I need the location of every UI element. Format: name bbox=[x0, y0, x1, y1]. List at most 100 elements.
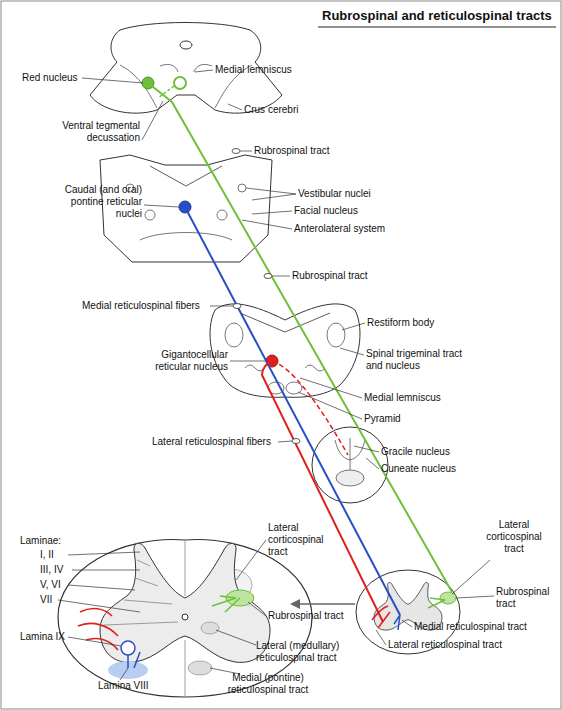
structure-label: Gracile nucleus bbox=[381, 446, 450, 458]
vestibular-nucleus bbox=[238, 184, 246, 192]
leader-line bbox=[142, 101, 163, 140]
structure-label: Lamina VIII bbox=[98, 680, 149, 692]
leader-line bbox=[68, 585, 135, 590]
leader-line bbox=[354, 446, 379, 452]
leader-line bbox=[120, 668, 128, 680]
leader-line bbox=[216, 630, 256, 645]
structure-label: V, VI bbox=[40, 579, 61, 591]
leader-line bbox=[402, 620, 412, 627]
rubrospinal-terminals bbox=[212, 596, 240, 612]
leader-line bbox=[278, 441, 292, 442]
leader-line bbox=[298, 392, 362, 419]
tract-marker bbox=[232, 149, 240, 154]
rubrospinal-area bbox=[440, 592, 456, 604]
leader-line bbox=[300, 378, 362, 398]
structure-label: Anterolateral system bbox=[294, 223, 385, 235]
leader-line bbox=[72, 570, 140, 571]
central-canal bbox=[182, 614, 188, 620]
leader-line bbox=[366, 458, 379, 469]
leader-line bbox=[272, 276, 290, 277]
inferior-olive bbox=[245, 365, 325, 371]
pontine-nucleus bbox=[145, 210, 155, 220]
restiform-outline bbox=[327, 323, 345, 347]
leader-line bbox=[230, 361, 265, 362]
structure-label: Lateral reticulospinal tract bbox=[388, 639, 502, 651]
leader-line bbox=[246, 188, 296, 194]
structure-label: Medial reticulospinal tract bbox=[414, 621, 527, 633]
structure-label: Restiform body bbox=[367, 317, 434, 329]
lemniscus-outline bbox=[160, 64, 212, 72]
leader-line bbox=[452, 560, 490, 594]
title-rule bbox=[318, 26, 556, 27]
leader-line bbox=[456, 596, 494, 598]
gray-matter bbox=[336, 470, 364, 486]
medial-reticulospinal-terminals bbox=[128, 652, 140, 668]
leader-line bbox=[228, 104, 242, 110]
leader-line bbox=[82, 78, 143, 83]
leader-line bbox=[144, 205, 179, 207]
leader-line bbox=[252, 211, 292, 214]
leader-line bbox=[248, 602, 266, 616]
tract-area bbox=[188, 661, 212, 675]
leader-line bbox=[68, 552, 140, 555]
leader-line bbox=[340, 348, 364, 355]
leader-line bbox=[236, 540, 266, 580]
restiform-outline bbox=[225, 323, 243, 347]
caudal-medulla-section bbox=[312, 427, 388, 503]
structure-label: Rubrospinal tract bbox=[496, 586, 554, 610]
structure-label: Ventral tegmental decussation bbox=[62, 120, 140, 144]
leader-line bbox=[252, 194, 296, 200]
leader-line bbox=[376, 630, 386, 645]
structure-label: I, II bbox=[40, 549, 54, 561]
leader-line bbox=[240, 151, 252, 152]
pontine-nucleus bbox=[217, 210, 227, 220]
medial-reticulospinal-terminal bbox=[121, 641, 135, 655]
structure-label: Spinal trigeminal tract and nucleus bbox=[366, 348, 474, 372]
fourth-ventricle bbox=[240, 313, 330, 332]
structure-label: Lateral corticospinal tract bbox=[482, 519, 546, 555]
structure-label: Medial lemniscus bbox=[215, 64, 292, 76]
medulla-section bbox=[210, 304, 360, 397]
dorsal-column-nuclei bbox=[335, 438, 365, 470]
structure-label: Pyramid bbox=[364, 413, 401, 425]
lateral-reticulospinal-terminals bbox=[78, 609, 118, 650]
leader-line bbox=[342, 323, 365, 330]
structure-label: Gigantocellular reticular nucleus bbox=[138, 349, 228, 373]
structure-label: Lamina IX bbox=[20, 631, 65, 643]
diagram-title: Rubrospinal and reticulospinal tracts bbox=[322, 8, 552, 23]
leader-line bbox=[210, 306, 233, 307]
structure-label: Red nucleus bbox=[22, 72, 78, 84]
structure-label: Medial lemniscus bbox=[364, 392, 441, 404]
structure-label: Laminae: bbox=[20, 535, 61, 547]
structure-label: Rubrospinal tract bbox=[254, 145, 330, 157]
rubrospinal-tract-line bbox=[148, 83, 452, 592]
leader-lines bbox=[58, 70, 494, 680]
leader-line bbox=[195, 70, 213, 72]
gray-matter bbox=[100, 543, 270, 662]
structure-label: Lateral reticulospinal fibers bbox=[152, 436, 271, 448]
tract-marker bbox=[233, 304, 241, 309]
structure-label: VII bbox=[40, 594, 52, 606]
aqueduct bbox=[180, 41, 192, 49]
tract-marker bbox=[264, 274, 272, 279]
structure-label: Facial nucleus bbox=[294, 205, 358, 217]
enlarge-arrowhead bbox=[290, 599, 300, 609]
structure-label: Lateral corticospinal tract bbox=[268, 522, 332, 558]
structure-label: Rubrospinal tract bbox=[268, 610, 344, 622]
structure-label: Vestibular nuclei bbox=[298, 188, 371, 200]
structure-label: Medial reticulospinal fibers bbox=[82, 300, 200, 312]
leader-line bbox=[242, 220, 292, 229]
leader-line bbox=[58, 600, 140, 612]
structure-label: Rubrospinal tract bbox=[292, 270, 368, 282]
structure-label: Medial (pontine) reticulospinal tract bbox=[216, 672, 320, 696]
rubrospinal-terminals bbox=[428, 598, 445, 608]
structure-label: III, IV bbox=[40, 564, 63, 576]
tract-area bbox=[201, 622, 219, 634]
leader-line bbox=[68, 637, 121, 646]
medial-reticulospinal-terminals bbox=[394, 615, 400, 630]
structure-label: Lateral (medullary) reticulospinal tract bbox=[256, 640, 354, 664]
structure-label: Caudal (and oral) pontine reticular nucl… bbox=[54, 184, 142, 220]
structure-label: Crus cerebri bbox=[244, 104, 298, 116]
